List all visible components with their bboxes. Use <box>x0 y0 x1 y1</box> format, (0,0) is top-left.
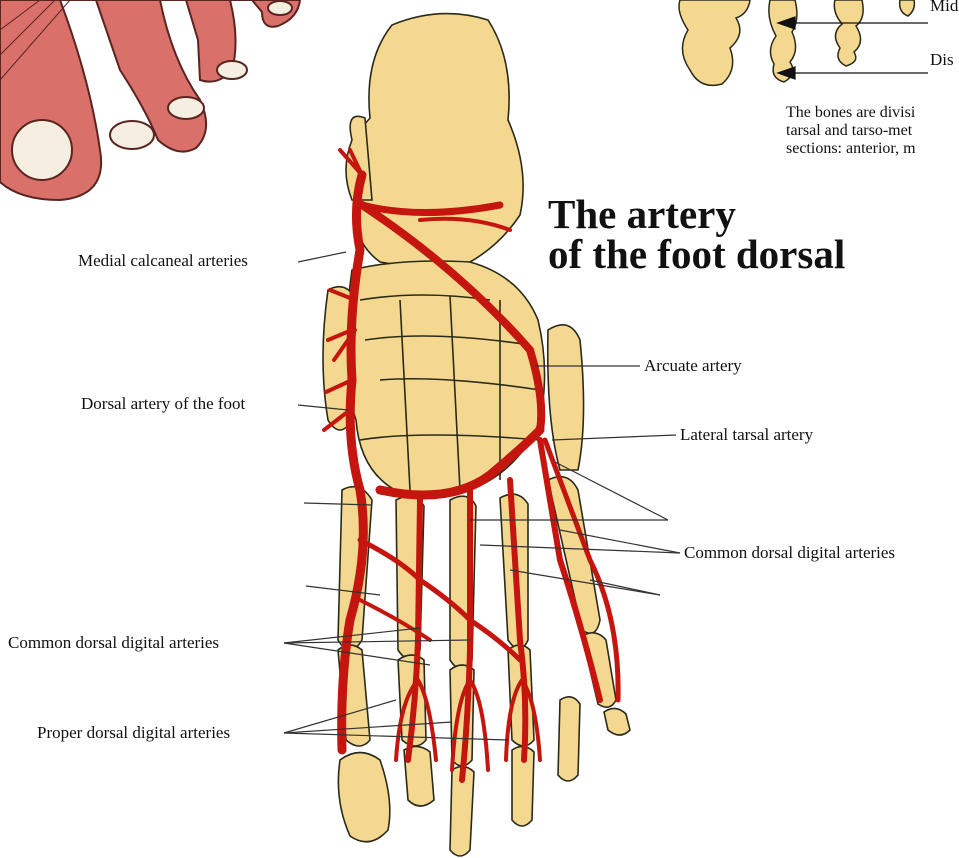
title-line-2: of the foot dorsal <box>548 234 845 274</box>
title-line-1: The artery <box>548 194 845 234</box>
label-proper-dorsal-digital-arteries: Proper dorsal digital arteries <box>37 723 230 743</box>
label-medial-calcaneal-arteries: Medial calcaneal arteries <box>78 251 248 271</box>
label-top-dis: Dis <box>930 50 954 70</box>
label-common-dorsal-digital-arteries-right: Common dorsal digital arteries <box>684 543 895 563</box>
description-note: The bones are divisi tarsal and tarso-me… <box>786 104 959 158</box>
note-line-3: sections: anterior, m <box>786 140 959 158</box>
label-lateral-tarsal-artery: Lateral tarsal artery <box>680 425 813 445</box>
toes-skin-illustration <box>0 0 300 200</box>
label-top-mid: Mid <box>930 0 958 16</box>
note-line-2: tarsal and tarso-met <box>786 122 959 140</box>
note-line-1: The bones are divisi <box>786 104 959 122</box>
label-arcuate-artery: Arcuate artery <box>644 356 742 376</box>
label-dorsal-artery-of-the-foot: Dorsal artery of the foot <box>81 394 245 414</box>
diagram-title: The artery of the foot dorsal <box>548 194 845 274</box>
label-common-dorsal-digital-arteries-left: Common dorsal digital arteries <box>8 633 219 653</box>
foot-bones <box>323 14 630 856</box>
